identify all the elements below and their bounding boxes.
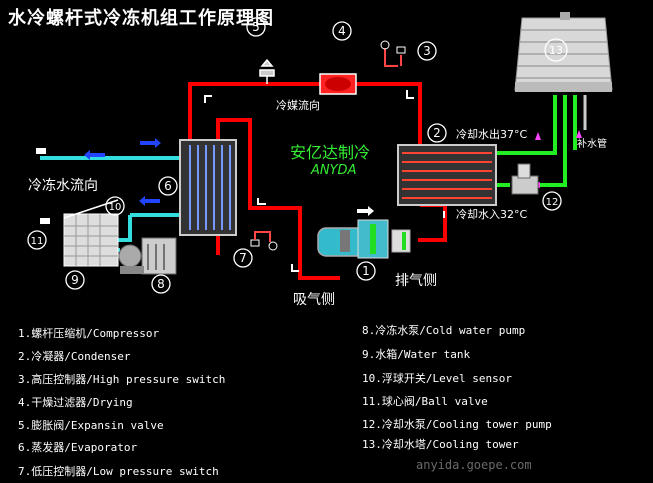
marker-6: 6 bbox=[164, 179, 172, 193]
cooling-water-in-label: 冷却水入32°C bbox=[456, 208, 527, 221]
marker-circles bbox=[27, 17, 568, 294]
cold-water-pump bbox=[118, 237, 177, 275]
marker-4: 4 bbox=[338, 24, 346, 38]
marker-1: 1 bbox=[362, 264, 370, 278]
marker-8: 8 bbox=[157, 277, 165, 291]
marker-2: 2 bbox=[433, 126, 441, 140]
marker-10: 10 bbox=[109, 202, 122, 213]
diagram-title: 水冷螺杆式冷冻机组工作原理图 bbox=[8, 8, 274, 29]
refrigerant-flow-label: 冷媒流向 bbox=[276, 98, 320, 112]
marker-12: 12 bbox=[546, 197, 559, 208]
legend-item: 9.水箱/Water tank bbox=[362, 348, 471, 361]
low-pressure-switch bbox=[250, 231, 278, 251]
legend-item: 12.冷却水泵/Cooling tower pump bbox=[362, 418, 552, 431]
high-pressure-switch bbox=[380, 40, 406, 67]
cooling-water-pipes bbox=[496, 95, 577, 187]
cooling-water-out-label: 冷却水出37°C bbox=[456, 127, 527, 141]
legend-item: 5.膨胀阀/Expansin valve bbox=[18, 419, 164, 432]
legend-item: 2.冷凝器/Condenser bbox=[18, 350, 131, 363]
legend-item: 13.冷却水塔/Cooling tower bbox=[362, 438, 519, 451]
chilled-water-pipes bbox=[40, 156, 180, 252]
marker-7: 7 bbox=[239, 251, 247, 265]
makeup-water-label: 补水管 bbox=[577, 137, 607, 150]
legend-item: 10.浮球开关/Level sensor bbox=[362, 372, 512, 385]
cooling-tower-pump bbox=[511, 163, 539, 195]
discharge-side-label: 排气侧 bbox=[395, 273, 437, 289]
cooling-tower bbox=[514, 12, 613, 130]
brand-name-cn: 安亿达制冷 bbox=[290, 143, 370, 162]
water-tank bbox=[63, 199, 119, 267]
legend-item: 3.高压控制器/High pressure switch bbox=[18, 373, 226, 386]
legend-item: 7.低压控制器/Low pressure switch bbox=[18, 465, 219, 478]
footer-url: anyida.goepe.com bbox=[416, 458, 532, 472]
legend-item: 6.蒸发器/Evaporator bbox=[18, 441, 138, 454]
marker-5: 5 bbox=[252, 20, 260, 34]
marker-11: 11 bbox=[31, 236, 44, 247]
brand-name-en: ANYDA bbox=[310, 163, 356, 178]
chilled-flow-arrows bbox=[84, 138, 161, 206]
condenser bbox=[397, 144, 497, 206]
chilled-water-flow-label: 冷冻水流向 bbox=[28, 177, 98, 194]
marker-numbers: 1 2 3 4 5 6 7 8 9 10 11 12 13 bbox=[31, 20, 563, 291]
marker-3: 3 bbox=[423, 44, 431, 58]
marker-13: 13 bbox=[549, 44, 563, 57]
suction-side-label: 吸气侧 bbox=[293, 292, 335, 308]
legend-item: 8.冷冻水泵/Cold water pump bbox=[362, 324, 526, 337]
legend-item: 11.球心阀/Ball valve bbox=[362, 395, 488, 408]
ball-valve bbox=[36, 148, 50, 224]
refrigerant-flow-arrows bbox=[204, 90, 445, 272]
evaporator bbox=[179, 139, 237, 236]
expansion-valve bbox=[259, 58, 275, 84]
marker-9: 9 bbox=[71, 273, 79, 287]
legend-item: 4.干燥过滤器/Drying bbox=[18, 396, 133, 409]
compressor bbox=[317, 219, 411, 259]
drying-filter bbox=[319, 73, 357, 95]
legend-item: 1.螺杆压缩机/Compressor bbox=[18, 327, 160, 340]
